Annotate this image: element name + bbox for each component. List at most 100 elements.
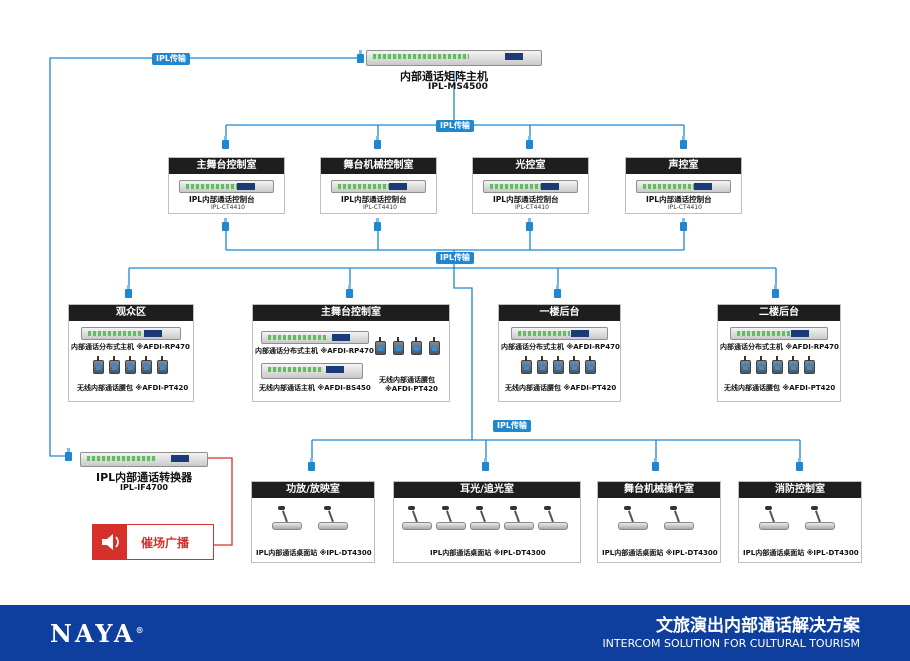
beltpack-label: 无线内部通话腰包 ※AFDI-PT420	[505, 384, 617, 392]
control-room-title: 舞台机械控制室	[321, 158, 436, 174]
connector-icon	[65, 448, 72, 461]
connector-icon	[374, 136, 381, 149]
master-model: IPL-MS4500	[428, 82, 488, 92]
distributed-host-device	[261, 331, 369, 344]
host-label: 内部通话分布式主机 ※AFDI-RP470	[720, 343, 839, 351]
ipl-transfer-tag: IPL传输	[493, 420, 531, 432]
host-label: 内部通话分布式主机 ※AFDI-RP470	[255, 347, 374, 355]
zone-title: 一楼后台	[499, 305, 620, 321]
desktop-station-icon	[759, 506, 789, 530]
console-device	[636, 180, 731, 193]
beltpack-icon	[521, 356, 532, 374]
connector-icon	[652, 458, 659, 471]
beltpack-icon	[109, 356, 120, 374]
desktop-station-icon	[538, 506, 568, 530]
converter-model: IPL-IF4700	[120, 483, 168, 492]
beltpack-icon	[429, 337, 440, 355]
zone-audience: 观众区 内部通话分布式主机 ※AFDI-RP470 无线内部通话腰包 ※AFDI…	[68, 304, 194, 402]
control-room-lighting: 光控室 IPL内部通话控制台 IPL-CT4410	[472, 157, 589, 214]
station-room-fire-control: 消防控制室 IPL内部通话桌面站 ※IPL-DT4300	[738, 481, 862, 563]
footer-bar: NAYA® 文旅演出内部通话解决方案 INTERCOM SOLUTION FOR…	[0, 605, 910, 661]
console-model: IPL-CT4410	[515, 204, 549, 211]
connector-icon	[680, 136, 687, 149]
beltpack-label: 无线内部通话腰包	[379, 376, 435, 384]
zone-title: 观众区	[69, 305, 193, 321]
ipl-transfer-tag: IPL传输	[436, 252, 474, 264]
station-room-projection: 功放/放映室 IPL内部通话桌面站 ※IPL-DT4300	[251, 481, 375, 563]
console-device	[483, 180, 578, 193]
broadcast-label: 催场广播	[141, 536, 190, 550]
beltpack-icon	[537, 356, 548, 374]
console-label: IPL内部通话控制台	[341, 195, 407, 204]
desktop-station-icon	[504, 506, 534, 530]
station-label: IPL内部通话桌面站 ※IPL-DT4300	[743, 549, 859, 557]
beltpack-icon	[740, 356, 751, 374]
ipl-transfer-tag: IPL传输	[436, 120, 474, 132]
brand-name: NAYA	[50, 619, 136, 648]
beltpack-icon	[804, 356, 815, 374]
master-title: 内部通话矩阵主机	[400, 70, 488, 83]
desktop-station-icon	[618, 506, 648, 530]
console-label: IPL内部通话控制台	[189, 195, 255, 204]
beltpack-icon	[141, 356, 152, 374]
connector-icon	[554, 285, 561, 298]
footer-title-cn: 文旅演出内部通话解决方案	[656, 616, 860, 636]
station-label: IPL内部通话桌面站 ※IPL-DT4300	[256, 549, 372, 557]
beltpack-icon	[569, 356, 580, 374]
beltpack-icon	[411, 337, 422, 355]
desktop-station-icon	[402, 506, 432, 530]
connector-icon	[796, 458, 803, 471]
connector-icon	[680, 218, 687, 231]
brand-logo: NAYA®	[50, 619, 147, 648]
converter-title: IPL内部通话转换器	[96, 471, 193, 484]
beltpack-icon	[93, 356, 104, 374]
host-label: 内部通话分布式主机 ※AFDI-RP470	[501, 343, 620, 351]
console-model: IPL-CT4410	[668, 204, 702, 211]
control-room-title: 光控室	[473, 158, 588, 174]
connector-icon	[357, 50, 364, 63]
beltpack-icon	[375, 337, 386, 355]
beltpack-label: 无线内部通话腰包 ※AFDI-PT420	[724, 384, 836, 392]
station-label: IPL内部通话桌面站 ※IPL-DT4300	[430, 549, 546, 557]
connector-icon	[346, 285, 353, 298]
station-room-title: 耳光/追光室	[394, 482, 580, 498]
beltpack-icon	[772, 356, 783, 374]
zone-title: 二楼后台	[718, 305, 840, 321]
station-room-machinery: 舞台机械操作室 IPL内部通话桌面站 ※IPL-DT4300	[597, 481, 721, 563]
connector-icon	[772, 285, 779, 298]
zone-main-stage: 主舞台控制室 内部通话分布式主机 ※AFDI-RP470 无线内部通话主机 ※A…	[252, 304, 450, 402]
host-label: 内部通话分布式主机 ※AFDI-RP470	[71, 343, 190, 351]
control-room-title: 主舞台控制室	[169, 158, 284, 174]
beltpack-label: 无线内部通话腰包 ※AFDI-PT420	[77, 384, 189, 392]
beltpack-icon	[393, 337, 404, 355]
station-room-followspot: 耳光/追光室 IPL内部通话桌面站 ※IPL-DT4300	[393, 481, 581, 563]
beltpack-icon	[585, 356, 596, 374]
distributed-host-device	[81, 327, 181, 340]
console-model: IPL-CT4410	[211, 204, 245, 211]
connector-icon	[222, 218, 229, 231]
ipl-transfer-tag: IPL传输	[152, 53, 190, 65]
station-room-title: 舞台机械操作室	[598, 482, 720, 498]
wireless-host-label: 无线内部通话主机 ※AFDI-BS450	[259, 384, 371, 392]
desktop-station-icon	[664, 506, 694, 530]
brand-reg: ®	[135, 625, 147, 635]
console-label: IPL内部通话控制台	[493, 195, 559, 204]
station-room-title: 消防控制室	[739, 482, 861, 498]
desktop-station-icon	[805, 506, 835, 530]
connector-icon	[526, 218, 533, 231]
wireless-host-device	[261, 363, 363, 379]
station-label: IPL内部通话桌面站 ※IPL-DT4300	[602, 549, 718, 557]
zone-floor2: 二楼后台 内部通话分布式主机 ※AFDI-RP470 无线内部通话腰包 ※AFD…	[717, 304, 841, 402]
control-room-main-stage: 主舞台控制室 IPL内部通话控制台 IPL-CT4410	[168, 157, 285, 214]
beltpack-icon	[788, 356, 799, 374]
connector-icon	[374, 218, 381, 231]
beltpack-model: ※AFDI-PT420	[385, 385, 438, 393]
distributed-host-device	[730, 327, 828, 340]
console-label: IPL内部通话控制台	[646, 195, 712, 204]
desktop-station-icon	[272, 506, 302, 530]
console-device	[331, 180, 426, 193]
connector-icon	[222, 136, 229, 149]
zone-title: 主舞台控制室	[253, 305, 449, 321]
beltpack-icon	[125, 356, 136, 374]
console-model: IPL-CT4410	[363, 204, 397, 211]
